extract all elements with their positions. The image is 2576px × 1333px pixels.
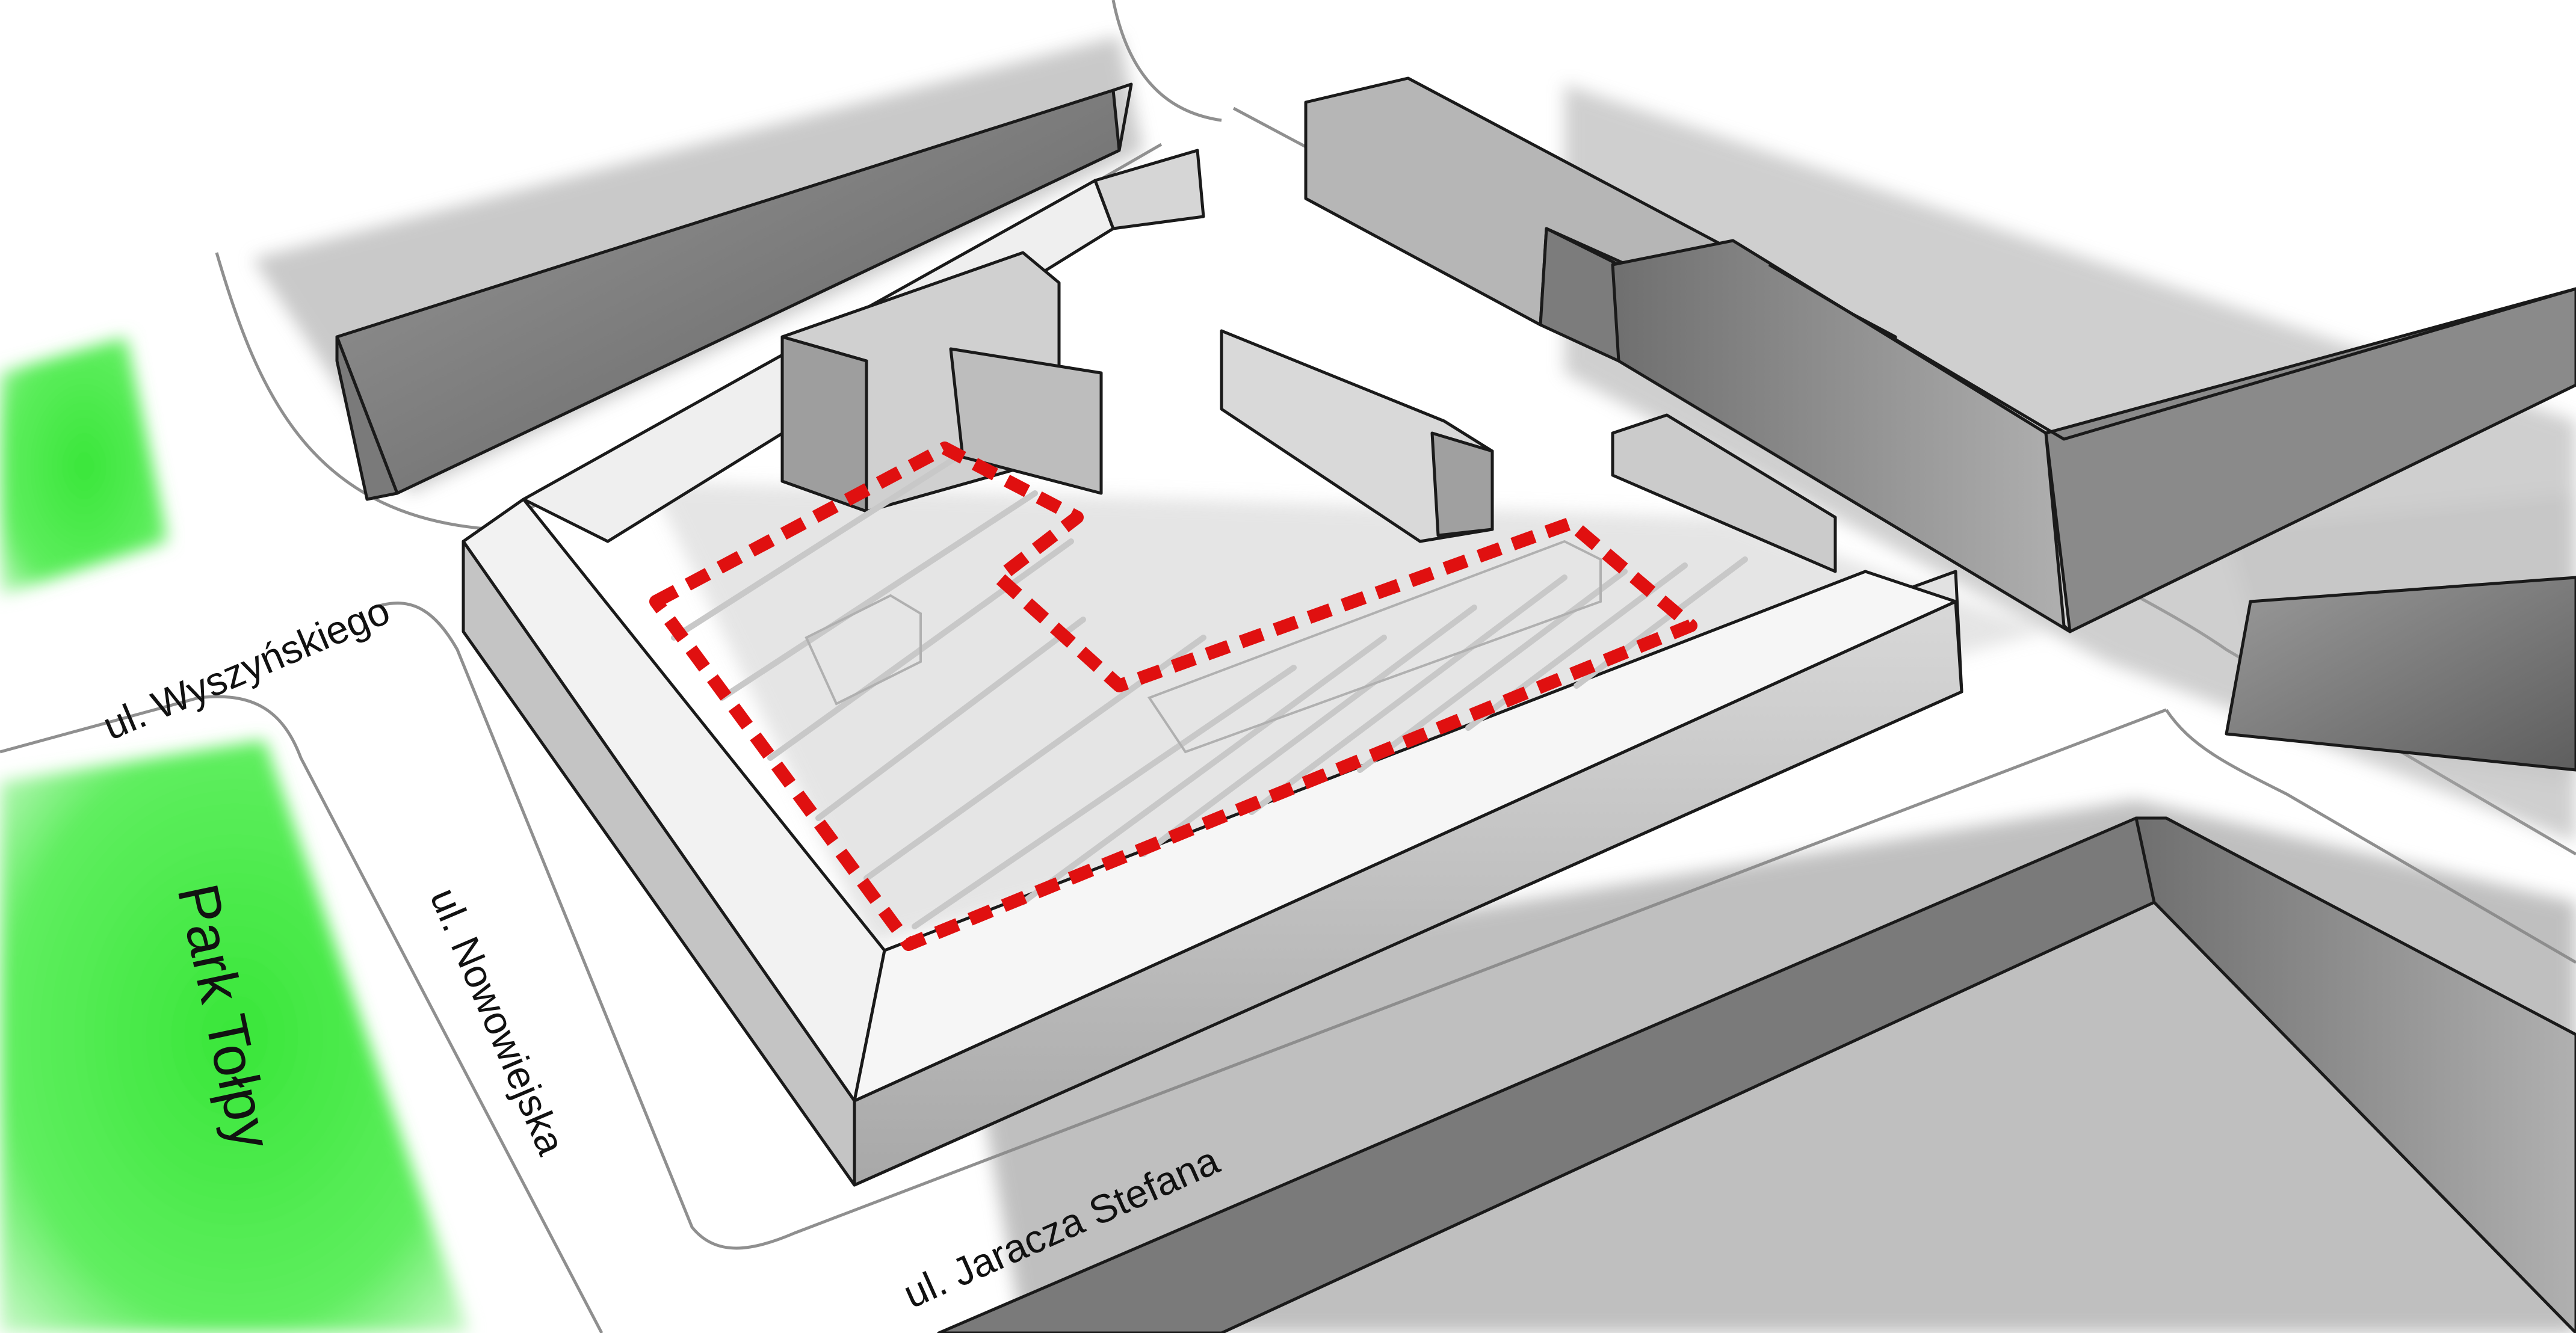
building-south [937,816,2576,1333]
building-site-perimeter [462,149,1963,1187]
building-north-west [335,82,1133,501]
interior-ghost-buildings [805,540,1602,754]
site-boundary [649,442,1697,951]
building-east [2225,576,2576,772]
building-north-east [1304,76,2576,633]
site-hatch [671,454,1748,929]
park-area [0,337,469,1333]
